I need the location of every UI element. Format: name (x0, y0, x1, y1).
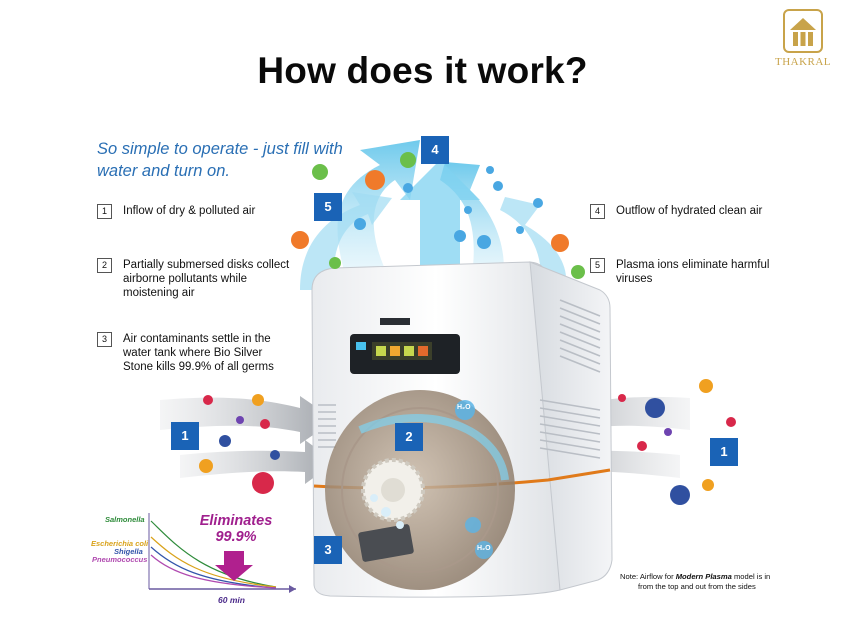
chart-label-ecoli: Escherichia coli (91, 539, 149, 548)
chart-label-salmonella: Salmonella (105, 515, 145, 524)
step-text: Plasma ions eliminate harmful viruses (616, 259, 770, 285)
elimination-curves (148, 513, 296, 593)
h2o-bubble: H₂O (457, 404, 471, 411)
chart-axis-label: 60 min (218, 595, 245, 605)
badge-1-right: 1 (710, 438, 738, 466)
h2o-bubble: H₂O (477, 545, 491, 552)
badge-1-left: 1 (171, 422, 199, 450)
badge-2: 2 (395, 423, 423, 451)
step-text: Air contaminants settle in the water tan… (123, 333, 274, 373)
house-logo-icon (783, 9, 823, 53)
note-model-name: Modern Plasma (675, 572, 732, 581)
eliminates-headline: Eliminates (199, 513, 273, 529)
step-number: 3 (97, 332, 112, 347)
step-text: Inflow of dry & polluted air (123, 205, 256, 217)
note-line-2: from the top and out from the sides (638, 582, 756, 591)
badge-4: 4 (421, 136, 449, 164)
chart-label-shigella: Shigella (114, 547, 143, 556)
logo-wordmark: THAKRAL (774, 56, 832, 68)
step-number: 2 (97, 258, 112, 273)
note-prefix: Note: Airflow for (620, 572, 676, 581)
note-suffix: model is in (731, 572, 771, 581)
chart-label-pneumococcus: Pneumococcus (92, 555, 148, 564)
page-title: How does it work? (257, 50, 588, 91)
badge-3: 3 (314, 536, 342, 564)
intro-text: So simple to operate - just fill with wa… (97, 140, 343, 180)
eliminates-callout: Eliminates 99.9% (186, 513, 286, 545)
step-number: 1 (97, 204, 112, 219)
badge-5: 5 (314, 193, 342, 221)
step-number: 4 (590, 204, 605, 219)
eliminates-value: 99.9% (215, 529, 257, 545)
elimination-chart: Salmonella Escherichia coli Shigella Pne… (91, 505, 303, 609)
step-number: 5 (590, 258, 605, 273)
step-text: Partially submersed disks collect airbor… (123, 259, 290, 299)
thakral-logo: THAKRAL (768, 6, 838, 70)
airflow-note: Note: Airflow for Modern Plasma model is… (620, 572, 820, 592)
step-text: Outflow of hydrated clean air (616, 205, 763, 217)
